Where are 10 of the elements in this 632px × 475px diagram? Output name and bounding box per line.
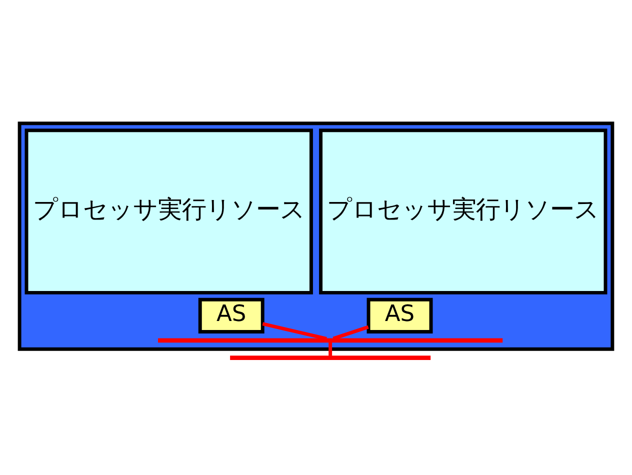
connector — [328, 342, 332, 356]
node-box: プロセッサ実行リソース — [24, 128, 313, 294]
node-box: プロセッサ実行リソース — [319, 128, 608, 294]
connector — [262, 322, 327, 340]
node-box: AS — [198, 297, 264, 333]
connector — [332, 324, 369, 340]
node-bar — [230, 355, 431, 360]
node-box: AS — [366, 297, 433, 333]
node-bar — [158, 338, 503, 342]
cluster — [18, 121, 614, 350]
